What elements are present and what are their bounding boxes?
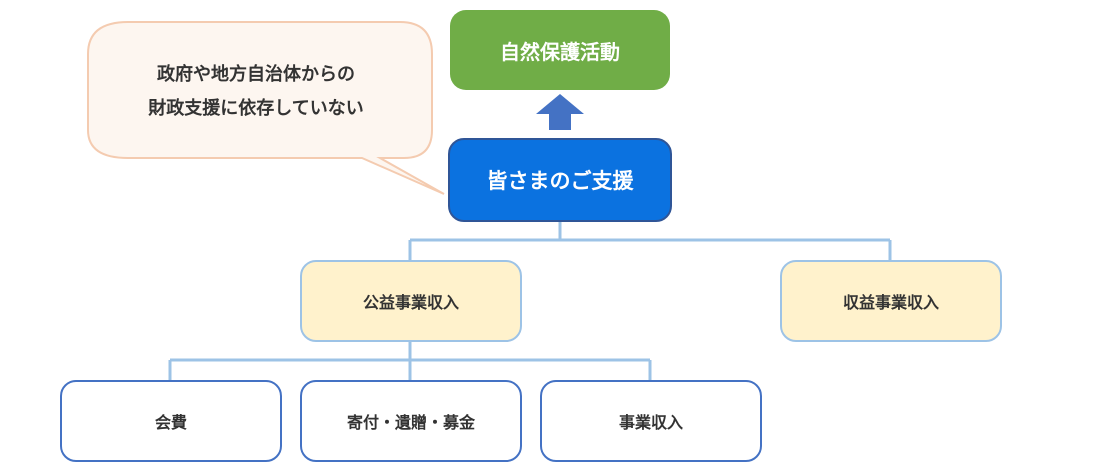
goal-node: 自然保護活動 <box>450 10 670 90</box>
bubble-text-line-2: 財政支援に依存していない <box>148 98 364 119</box>
speech-bubble-shape <box>87 21 445 195</box>
public-income-node: 公益事業収入 <box>300 260 522 342</box>
revenue-income-node: 収益事業収入 <box>780 260 1002 342</box>
donations-node: 寄付・遺贈・募金 <box>300 380 522 462</box>
bubble-text-line-1: 政府や地方自治体からの <box>157 64 355 85</box>
connector-lines <box>168 222 892 380</box>
up-arrow-icon <box>536 94 584 130</box>
support-node: 皆さまのご支援 <box>448 138 672 222</box>
membership-fee-node: 会費 <box>60 380 282 462</box>
business-income-node: 事業収入 <box>540 380 762 462</box>
